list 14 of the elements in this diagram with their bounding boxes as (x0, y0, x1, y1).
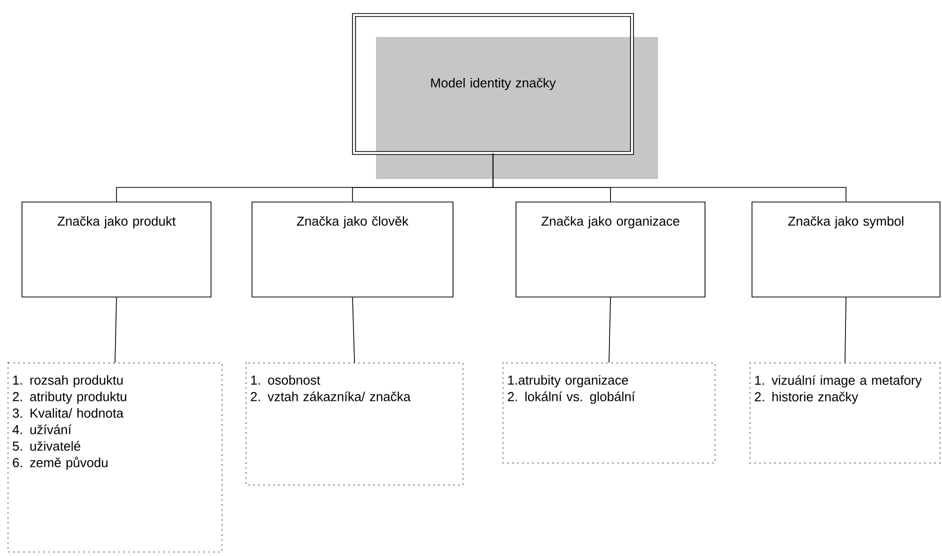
list-box: 1. osobnost 2. vztah zákazníka/ značka (246, 362, 464, 486)
connector-line (492, 153, 846, 202)
category-box: Značka jako symbol (752, 202, 940, 298)
list-box: 1. vizuální image a metafory 2. historie značky (750, 362, 940, 464)
connector-line (608, 296, 611, 364)
list-box: 1.atrubity organizace 2. lokální vs. globální (502, 362, 716, 464)
category-box: Značka jako produkt (22, 202, 212, 298)
connector-line (844, 296, 846, 364)
category-box: Značka jako člověk (252, 202, 454, 298)
connector-line (352, 296, 355, 364)
category-box: Značka jako organizace (516, 202, 706, 298)
connector-line (114, 296, 117, 364)
title-box: Model identity značky (352, 13, 658, 179)
list-box: 1. rozsah produktu 2. atributy produktu 3. Kvalita/ hodnota 4. užívání 5. uživatelé 6. země původu (8, 362, 222, 552)
